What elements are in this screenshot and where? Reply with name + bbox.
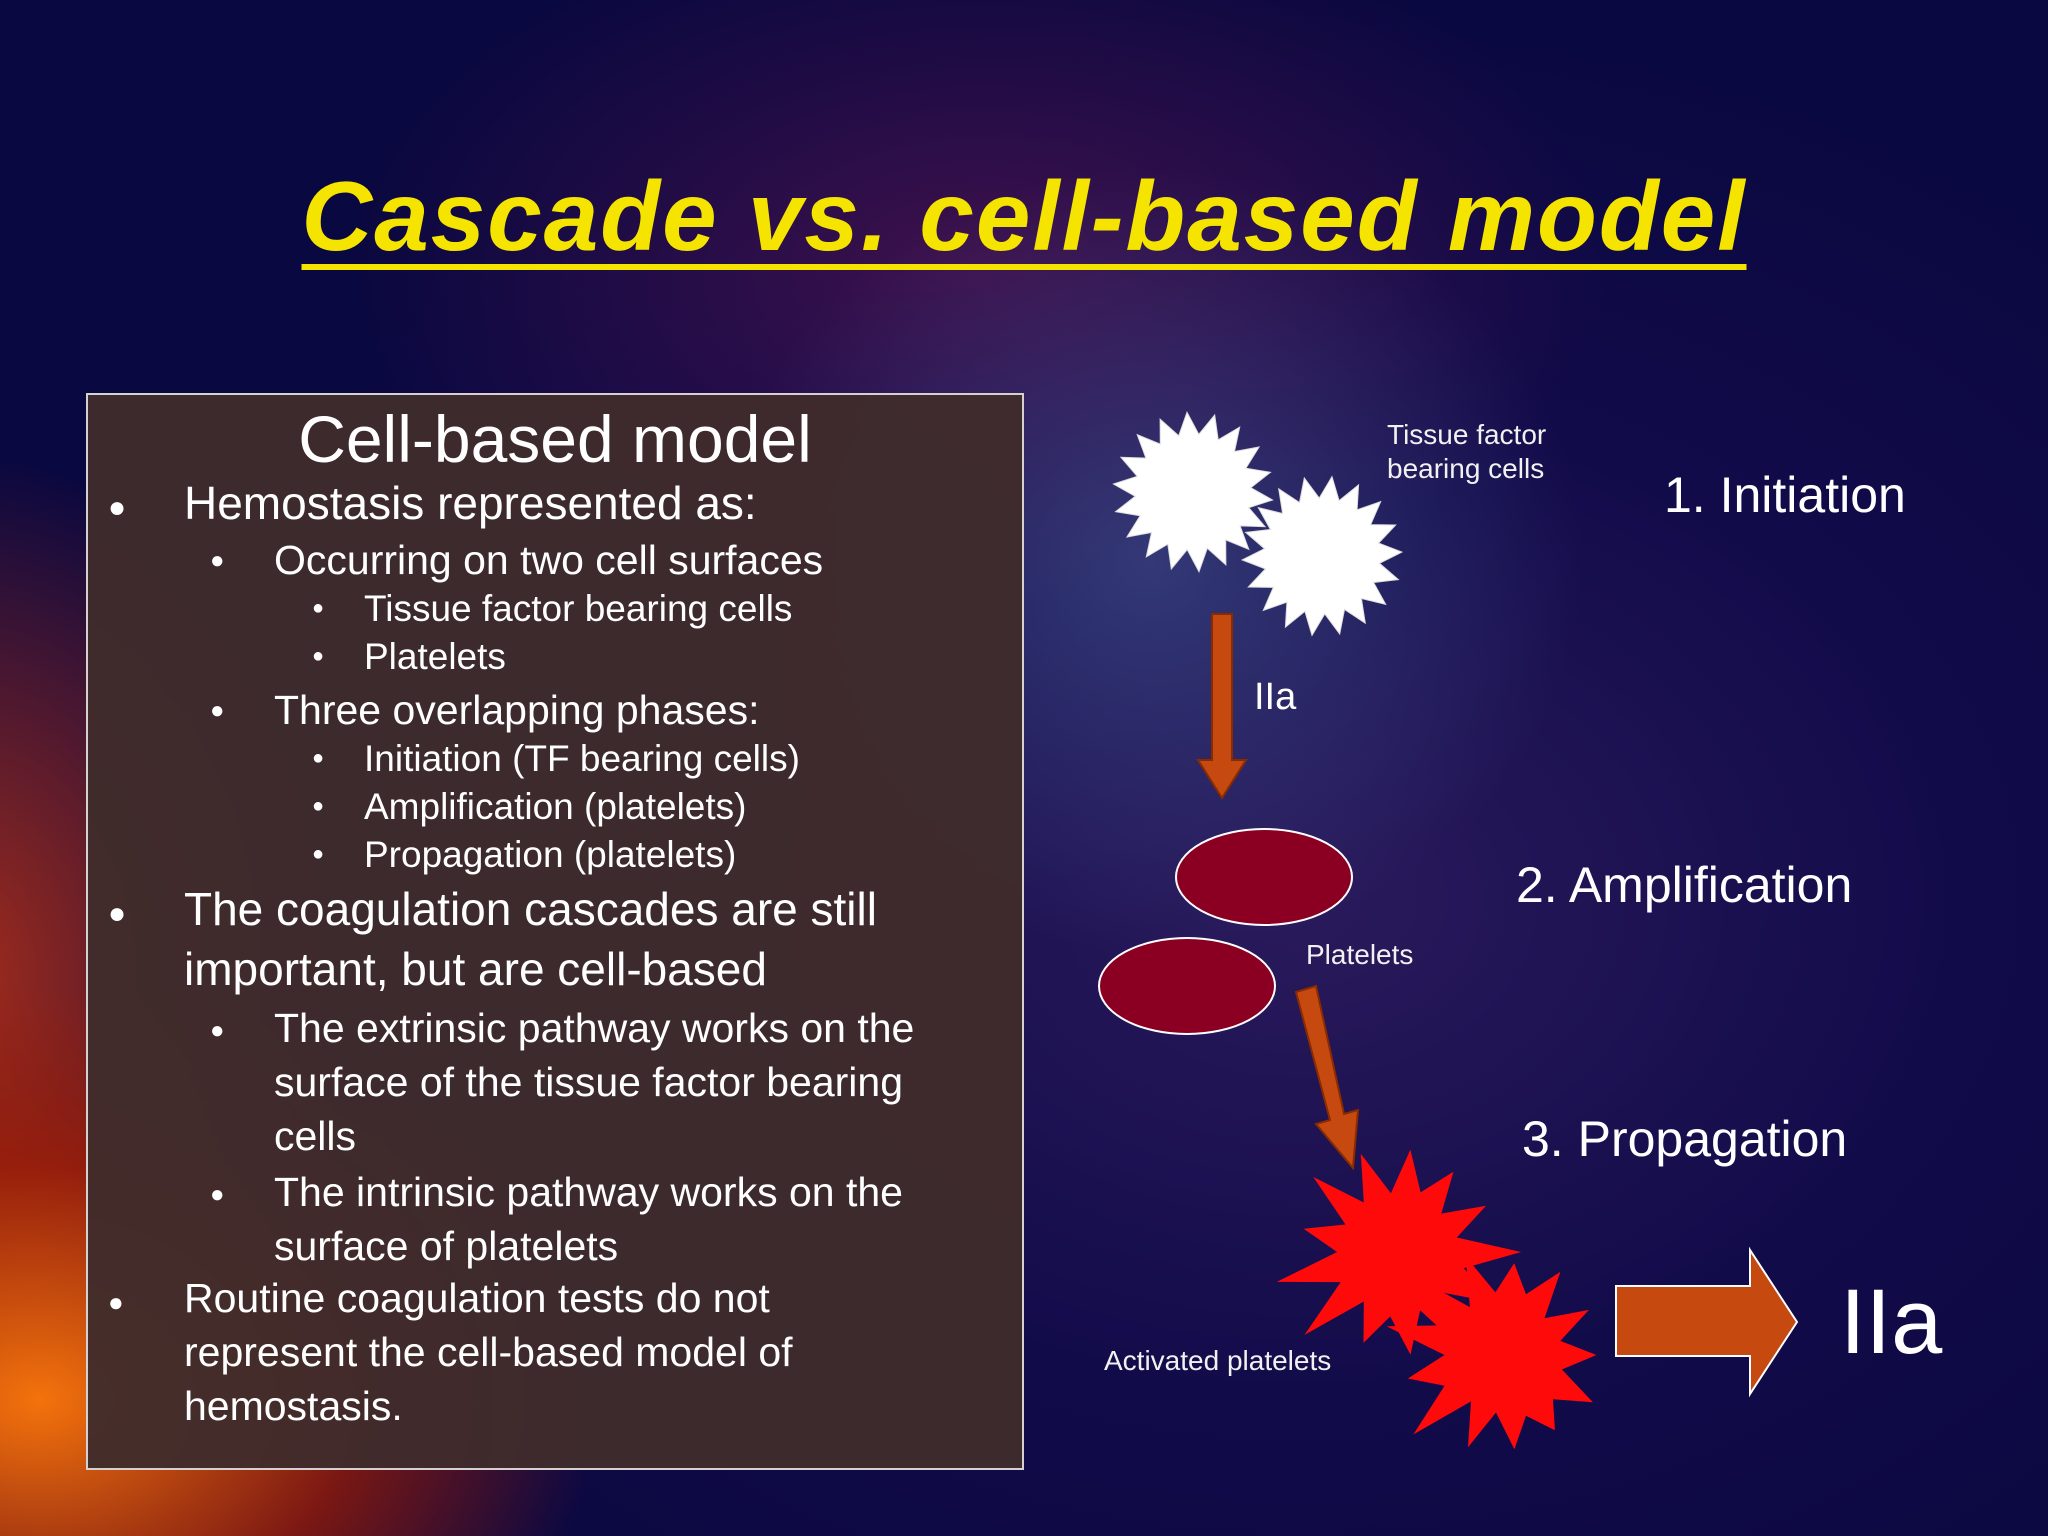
platelets-label: Platelets: [1306, 939, 1414, 970]
list-item-level3: Platelets: [364, 636, 506, 677]
list-item-level3: Propagation (platelets): [364, 834, 737, 875]
line: represent the cell-based model of: [184, 1329, 793, 1375]
slide-title: Cascade vs. cell-based model: [301, 161, 1747, 271]
bullet-icon: ●: [210, 1181, 225, 1208]
tissue-factor-cell-icon: [1112, 410, 1274, 574]
diagonal-down-arrow-icon: [1294, 984, 1360, 1171]
bullet-icon: ●: [312, 747, 325, 769]
bullet-icon: ●: [210, 547, 225, 574]
bullet-icon: ●: [312, 795, 325, 817]
arrow-iia-label: IIa: [1254, 676, 1297, 718]
activated-platelet-icon: [1276, 1149, 1522, 1356]
line: hemostasis.: [184, 1383, 403, 1429]
activated-platelets-label: Activated platelets: [1104, 1345, 1332, 1376]
bullet-icon: ●: [210, 697, 225, 724]
bullet-icon: ●: [108, 491, 127, 524]
line: bearing cells: [1387, 453, 1545, 484]
bullet-icon: ●: [312, 645, 325, 667]
platelet-icon: [1098, 937, 1276, 1035]
bullet-icon: ●: [312, 843, 325, 865]
bullet-icon: ●: [210, 1017, 225, 1044]
line: Routine coagulation tests do not: [184, 1275, 770, 1321]
platelet-icon: [1175, 828, 1353, 926]
down-arrow-icon: [1196, 613, 1248, 800]
list-item-level2: Occurring on two cell surfaces: [274, 537, 824, 583]
list-item-level3: Tissue factor bearing cells: [364, 588, 793, 629]
line: surface of the tissue factor bearing: [274, 1059, 904, 1105]
cell-based-model-textbox: Cell-based model ● Hemostasis represente…: [86, 393, 1024, 1470]
line: cells: [274, 1113, 357, 1159]
activated-platelet-icon: [1386, 1256, 1597, 1450]
tissue-factor-cell-icon: [1240, 475, 1404, 637]
list-item-level1: The coagulation cascades are still impor…: [184, 879, 877, 999]
right-arrow-icon: [1615, 1246, 1799, 1398]
tissue-factor-label: Tissue factor bearing cells: [1387, 418, 1546, 486]
line: The intrinsic pathway works on the: [274, 1169, 903, 1215]
line: surface of platelets: [274, 1223, 619, 1269]
list-item-level2: The extrinsic pathway works on the surfa…: [274, 1001, 914, 1163]
list-item-level1: Routine coagulation tests do not represe…: [184, 1271, 793, 1433]
line: The extrinsic pathway works on the: [274, 1005, 915, 1051]
phase-amplification-label: 2. Amplification: [1516, 857, 1853, 913]
bullet-icon: ●: [312, 597, 325, 619]
list-item-level3: Amplification (platelets): [364, 786, 747, 827]
line: Tissue factor: [1387, 419, 1547, 450]
list-item-level2: The intrinsic pathway works on the surfa…: [274, 1165, 903, 1273]
line: important, but are cell-based: [184, 943, 767, 995]
textbox-heading: Cell-based model: [298, 402, 812, 476]
bullet-icon: ●: [108, 897, 127, 930]
list-item-level3: Initiation (TF bearing cells): [364, 738, 800, 779]
output-iia-label: IIa: [1840, 1271, 1943, 1373]
list-item-level1: Hemostasis represented as:: [184, 477, 757, 529]
phase-initiation-label: 1. Initiation: [1664, 467, 1906, 523]
bullet-icon: ●: [108, 1287, 124, 1317]
list-item-level2: Three overlapping phases:: [274, 687, 760, 733]
phase-propagation-label: 3. Propagation: [1522, 1111, 1848, 1167]
line: The coagulation cascades are still: [184, 883, 877, 935]
